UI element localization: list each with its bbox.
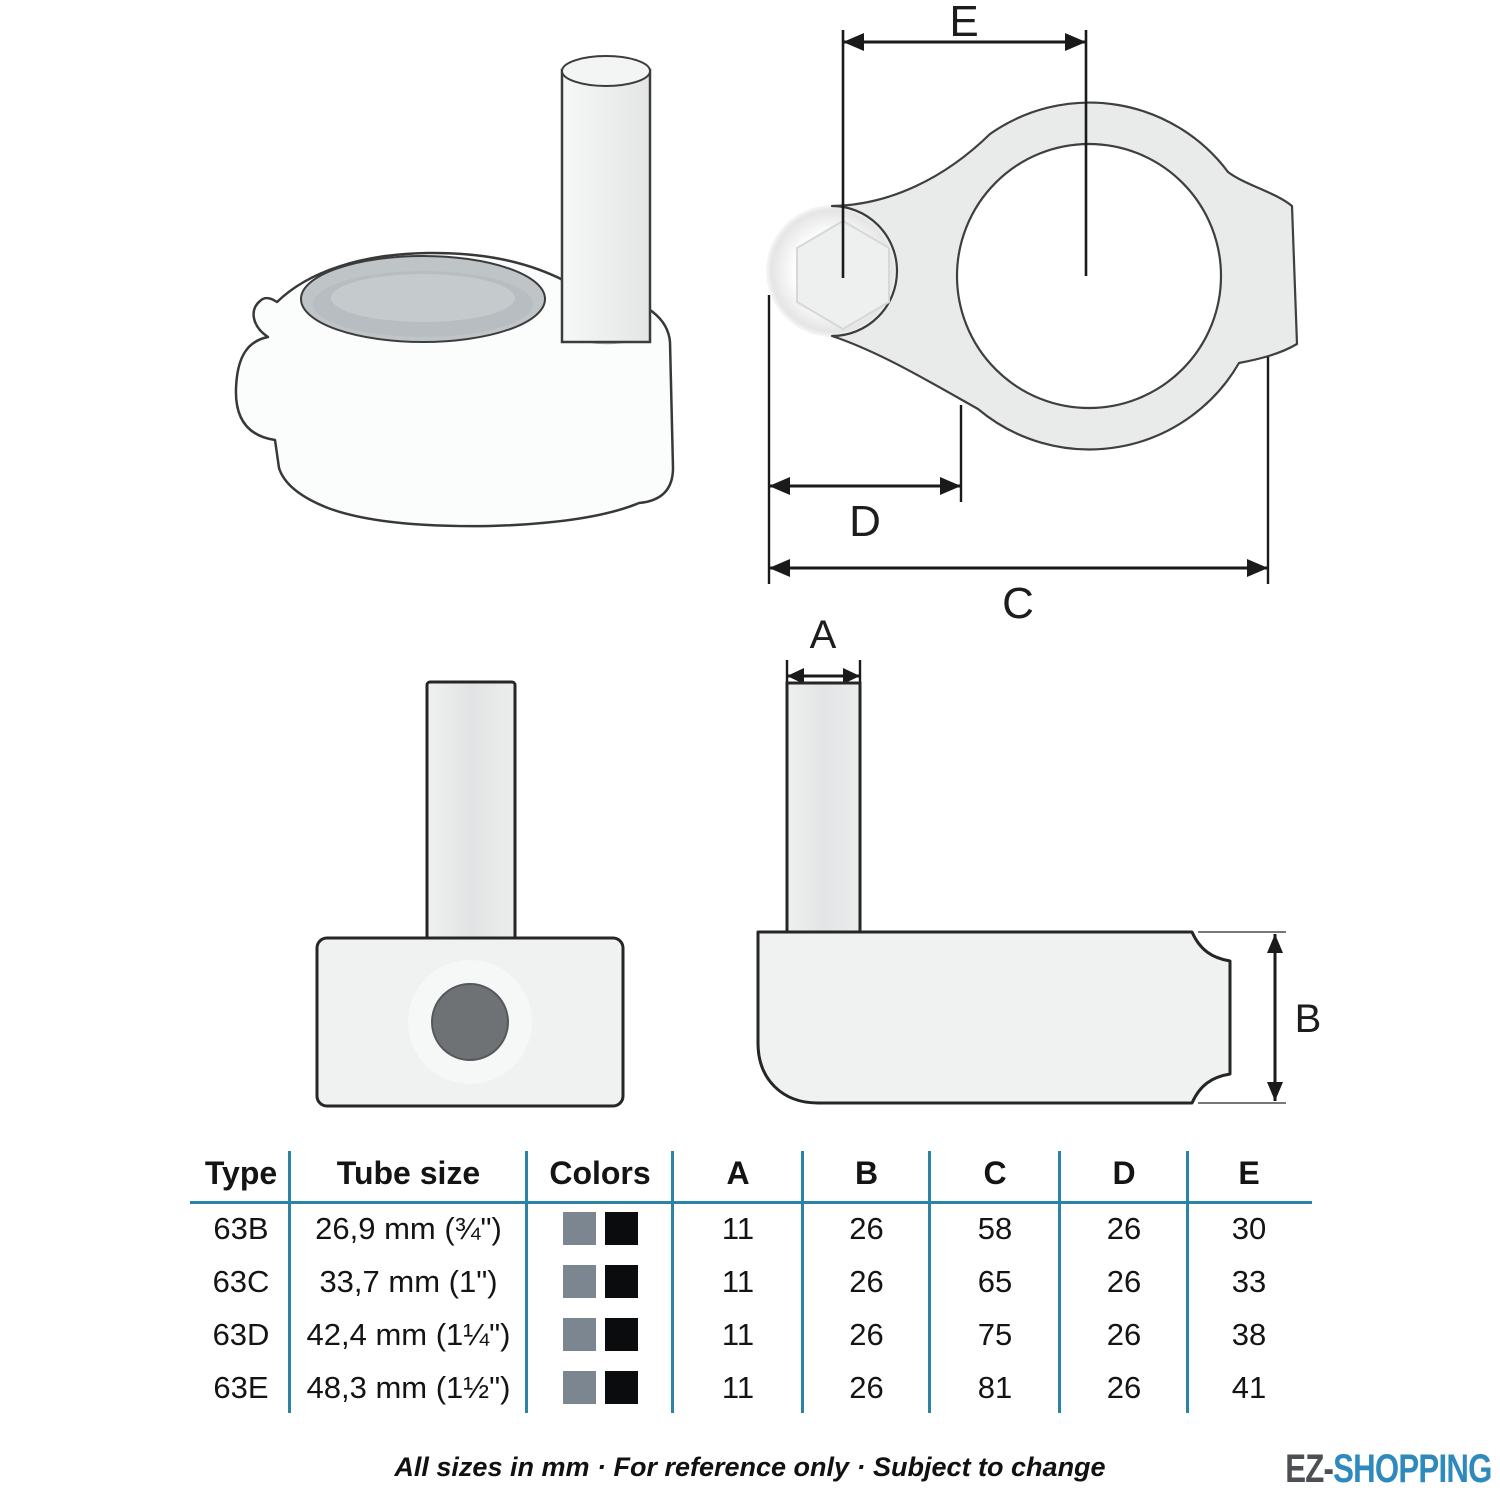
- clamp-body-side: [756, 930, 1232, 1105]
- col-header-c: C: [983, 1155, 1007, 1191]
- dim-d-arrowhead-right: [940, 477, 961, 495]
- dim-e-extension-lines: [841, 30, 1088, 278]
- cell-a: 11: [721, 1263, 755, 1299]
- pin-iso: [560, 68, 652, 344]
- cell-b: 26: [849, 1210, 884, 1246]
- cell-e: 41: [1231, 1369, 1267, 1405]
- table-column-divider: [1058, 1151, 1061, 1413]
- table-header-rule: [190, 1201, 1312, 1204]
- cell-type: 63B: [213, 1210, 269, 1246]
- table-column-divider: [288, 1151, 291, 1413]
- cell-tube-size: 42,4 mm (1¼"): [306, 1316, 511, 1352]
- cell-c: 81: [977, 1369, 1013, 1405]
- bore-floor-iso: [331, 274, 515, 322]
- brand-logo-suffix: SHOPPING: [1333, 1447, 1493, 1491]
- tube-bore-top: [955, 142, 1223, 410]
- dim-c-arrowhead-right: [1247, 559, 1268, 577]
- color-swatch-black: [604, 1371, 638, 1404]
- table-column-divider: [525, 1151, 528, 1413]
- footer-note: All sizes in mm · For reference only · S…: [394, 1452, 1106, 1482]
- cell-colors: [527, 1361, 673, 1414]
- cell-a: 11: [721, 1316, 755, 1352]
- cell-d: 26: [1106, 1263, 1142, 1299]
- cell-colors: [527, 1308, 673, 1361]
- col-header-type: Type: [204, 1155, 278, 1191]
- cell-b: 26: [849, 1369, 884, 1405]
- side-view-figure: A B: [756, 613, 1322, 1105]
- cell-b: 26: [849, 1263, 884, 1299]
- color-swatch-black: [604, 1212, 638, 1245]
- cell-a: 11: [721, 1369, 755, 1405]
- table-column-divider: [801, 1151, 804, 1413]
- dim-label-d: D: [849, 497, 881, 546]
- cell-d: 26: [1106, 1210, 1142, 1246]
- pin-hole-front: [431, 983, 509, 1061]
- dim-label-e: E: [949, 0, 978, 46]
- color-swatch-gray: [562, 1318, 596, 1351]
- table-column-divider: [1186, 1151, 1189, 1413]
- top-view-figure: E D C: [766, 0, 1299, 628]
- cell-e: 30: [1231, 1210, 1267, 1246]
- dim-c-arrowhead-left: [769, 559, 790, 577]
- cell-a: 11: [721, 1210, 755, 1246]
- cell-colors: [527, 1202, 673, 1255]
- cell-e: 38: [1231, 1316, 1267, 1352]
- table-column-divider: [671, 1151, 674, 1413]
- color-swatch-gray: [562, 1371, 596, 1404]
- cell-b: 26: [849, 1316, 884, 1352]
- dim-label-a: A: [810, 613, 837, 657]
- dim-e-arrowhead-left: [843, 33, 864, 51]
- cell-c: 58: [977, 1210, 1013, 1246]
- col-header-b: B: [854, 1155, 879, 1191]
- col-header-e: E: [1238, 1155, 1260, 1191]
- front-view-figure: [315, 680, 625, 1108]
- size-table: Type Tube size Colors A B C D E 63B 26,9…: [190, 1145, 1312, 1414]
- dim-b-arrowhead-top: [1267, 934, 1283, 953]
- color-swatch-black: [604, 1318, 638, 1351]
- table-column-divider: [928, 1151, 931, 1413]
- cell-d: 26: [1106, 1316, 1142, 1352]
- dim-label-c: C: [1002, 579, 1034, 628]
- cell-c: 75: [977, 1316, 1013, 1352]
- col-header-tube-size: Tube size: [336, 1155, 481, 1191]
- pin-cap-iso: [561, 55, 651, 87]
- dim-b-arrowhead-bottom: [1267, 1082, 1283, 1101]
- pin-side: [785, 681, 862, 937]
- dim-a-arrowhead-left: [787, 668, 804, 684]
- cell-tube-size: 33,7 mm (1"): [319, 1263, 498, 1299]
- cell-type: 63E: [213, 1369, 269, 1405]
- col-header-colors: Colors: [549, 1155, 651, 1191]
- dim-b-extension-lines: [1198, 931, 1286, 1104]
- brand-logo-prefix: EZ-: [1285, 1447, 1335, 1491]
- cell-d: 26: [1106, 1369, 1142, 1405]
- col-header-d: D: [1112, 1155, 1136, 1191]
- cell-tube-size: 48,3 mm (1½"): [306, 1369, 511, 1405]
- dim-a-arrowhead-right: [843, 668, 860, 684]
- dim-e-arrowhead-right: [1065, 33, 1086, 51]
- color-swatch-black: [604, 1265, 638, 1298]
- dim-label-b: B: [1295, 997, 1322, 1041]
- cell-e: 33: [1231, 1263, 1267, 1299]
- pin-front: [425, 680, 517, 944]
- cell-c: 65: [977, 1263, 1013, 1299]
- color-swatch-gray: [562, 1265, 596, 1298]
- color-swatch-gray: [562, 1212, 596, 1245]
- cell-type: 63D: [212, 1316, 270, 1352]
- cell-tube-size: 26,9 mm (¾"): [315, 1210, 502, 1246]
- cell-colors: [527, 1255, 673, 1308]
- isometric-view-figure: [234, 55, 675, 528]
- cell-type: 63C: [212, 1263, 270, 1299]
- brand-logo: EZ-SHOPPING: [1285, 1447, 1493, 1492]
- col-header-a: A: [726, 1155, 750, 1191]
- dim-d-arrowhead-left: [769, 477, 790, 495]
